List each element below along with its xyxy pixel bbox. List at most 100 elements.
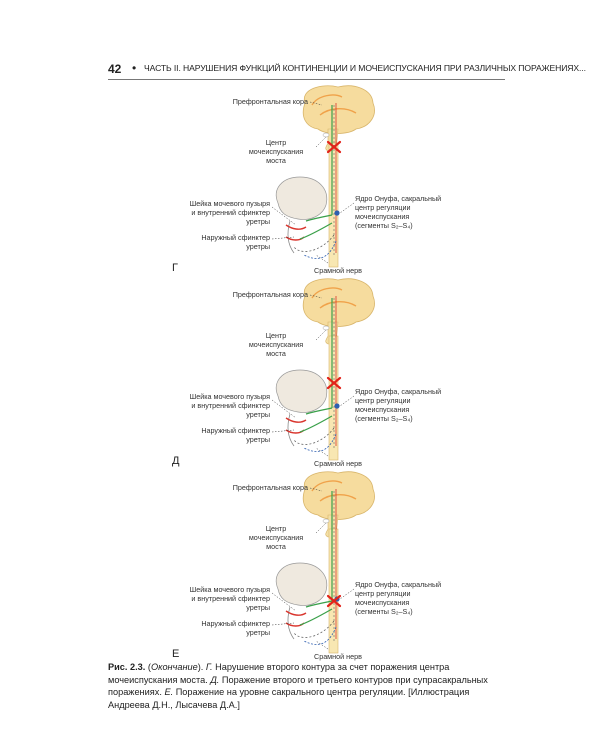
pudendal-path — [303, 433, 337, 452]
efferent-sphincter — [299, 608, 333, 626]
label-external-sphincter-line: уретры — [246, 628, 270, 637]
leader-bladder-neck — [271, 206, 297, 226]
brain-shape — [302, 278, 375, 327]
label-pontine-micturition-center-line: моста — [266, 542, 286, 551]
label-pudendal-nerve-line: Срамной нерв — [314, 652, 362, 661]
label-pudendal-nerve: Срамной нерв — [314, 652, 384, 661]
label-external-sphincter-line: уретры — [246, 242, 270, 251]
label-onuf-nucleus-line: Ядро Онуфа, сакральный — [355, 387, 442, 396]
label-prefrontal-cortex: Префронтальная кора — [198, 97, 308, 106]
efferent-bladder — [305, 407, 333, 415]
label-pudendal-nerve-line: Срамной нерв — [314, 266, 362, 275]
afferent-loop — [293, 234, 335, 252]
lesion-mark — [326, 140, 342, 154]
header-rule — [108, 79, 505, 80]
label-external-sphincter-line: Наружный сфинктер — [201, 619, 270, 628]
efferent-bladder — [305, 600, 333, 608]
label-onuf-nucleus-line: центр регуляции — [355, 589, 411, 598]
leader-pudendal — [315, 447, 329, 457]
caption-text-g: Нарушение второго контура за счет пораже… — [108, 662, 450, 685]
caption-letter-e: Е. — [164, 687, 174, 697]
leader-pudendal — [315, 640, 329, 650]
label-external-sphincter-line: Наружный сфинктер — [201, 233, 270, 242]
figure-panel-d — [0, 278, 600, 468]
caption-letter-g: Г. — [205, 662, 213, 672]
label-onuf-nucleus-line: мочеиспускания — [355, 598, 410, 607]
leader-external-sphincter — [271, 236, 295, 240]
label-onuf-nucleus-line: центр регуляции — [355, 203, 411, 212]
pudendal-path — [303, 240, 337, 259]
lesion-mark — [326, 594, 342, 608]
figure-panel-e — [0, 471, 600, 661]
leader-pons — [315, 136, 327, 148]
label-onuf-nucleus-line: мочеиспускания — [355, 405, 410, 414]
panel-letter: Г — [172, 262, 178, 274]
bladder — [276, 369, 328, 413]
caption-continuation: Окончание — [150, 662, 198, 672]
label-pontine-micturition-center-line: мочеиспускания — [248, 340, 304, 349]
label-pontine-micturition-center-line: Центр — [265, 524, 287, 533]
efferent-sphincter — [299, 415, 333, 433]
leader-pudendal — [315, 254, 329, 264]
efferent-bladder — [305, 214, 333, 222]
label-prefrontal-cortex-line: Префронтальная кора — [232, 97, 308, 106]
leader-external-sphincter — [271, 429, 295, 433]
label-bladder-neck-line: уретры — [246, 603, 270, 612]
afferent-loop — [293, 427, 335, 445]
pudendal-path — [303, 626, 337, 645]
label-pudendal-nerve-line: Срамной нерв — [314, 459, 362, 468]
pons-nucleus — [322, 518, 330, 524]
caption-text-d: Поражение второго и третьего контуров пр… — [108, 674, 488, 698]
label-bladder-neck-line: Шейка мочевого пузыря — [189, 585, 270, 594]
leader-onuf — [339, 395, 355, 407]
internal-sphincter — [285, 610, 307, 616]
bladder — [276, 176, 328, 220]
efferent-sphincter — [299, 222, 333, 240]
label-pudendal-nerve: Срамной нерв — [314, 266, 384, 275]
label-bladder-neck-line: Шейка мочевого пузыря — [189, 392, 270, 401]
label-bladder-neck-line: уретры — [246, 217, 270, 226]
urethra — [287, 413, 295, 447]
label-prefrontal-cortex-line: Префронтальная кора — [232, 483, 308, 492]
afferent-loop — [293, 620, 335, 638]
label-bladder-neck-line: и внутренний сфинктер — [191, 594, 270, 603]
neuro-diagram — [271, 471, 375, 654]
label-prefrontal-cortex: Префронтальная кора — [198, 290, 308, 299]
header-bullet: • — [132, 61, 137, 75]
leader-external-sphincter — [271, 622, 295, 626]
internal-sphincter — [285, 417, 307, 423]
caption-text-e: Поражение на уровне сакрального центра р… — [108, 687, 470, 710]
leader-bladder-neck — [271, 592, 297, 612]
brain-shape — [302, 471, 375, 520]
pons-nucleus — [322, 132, 330, 138]
spinal-cord — [328, 335, 339, 461]
label-pontine-micturition-center-line: мочеиспускания — [248, 533, 304, 542]
page-number: 42 — [108, 62, 122, 76]
label-bladder-neck-line: и внутренний сфинктер — [191, 401, 270, 410]
figure-caption: Рис. 2.3. (Окончание). Г. Нарушение втор… — [108, 662, 488, 710]
label-pontine-micturition-center-line: мочеиспускания — [248, 147, 304, 156]
label-external-sphincter-line: Наружный сфинктер — [201, 426, 270, 435]
onuf-nucleus — [334, 210, 340, 216]
panel-letter: Е — [172, 648, 180, 660]
neuro-diagram — [271, 278, 375, 461]
label-pudendal-nerve: Срамной нерв — [314, 459, 384, 468]
leader-pons — [315, 329, 327, 341]
label-bladder-neck-line: уретры — [246, 410, 270, 419]
label-onuf-nucleus-line: (сегменты S₂–S₄) — [355, 607, 413, 616]
brain-shape — [302, 85, 375, 134]
label-bladder-neck-line: и внутренний сфинктер — [191, 208, 270, 217]
pons-nucleus — [322, 325, 330, 331]
internal-sphincter — [285, 224, 307, 230]
urethra — [287, 220, 295, 254]
label-onuf-nucleus-line: Ядро Онуфа, сакральный — [355, 194, 442, 203]
leader-pons — [315, 522, 327, 534]
